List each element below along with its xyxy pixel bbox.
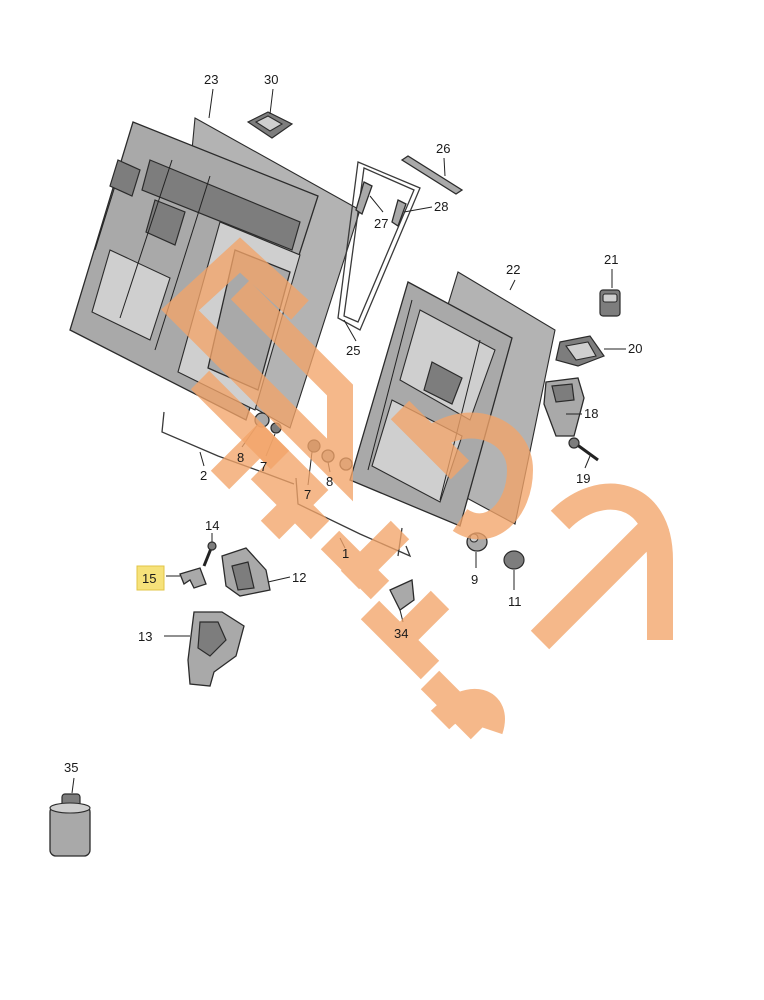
callout-26: 26 [436, 141, 450, 156]
release-button-21 [599, 289, 621, 317]
callout-28: 28 [434, 199, 448, 214]
cap-11 [503, 550, 525, 570]
watermark-logo [161, 237, 673, 740]
backrest-frame-left [69, 121, 319, 421]
callout-9: 9 [471, 572, 478, 587]
callout-11: 11 [508, 594, 522, 609]
callout-1: 1 [342, 546, 349, 561]
callout-15-highlight [136, 565, 165, 591]
strip-27 [355, 181, 373, 216]
cover-12 [221, 547, 271, 597]
callout-35: 35 [64, 760, 78, 775]
release-bezel-20 [555, 335, 605, 367]
callout-labels: 23 30 26 27 28 22 21 20 25 18 19 8 7 2 7… [64, 72, 642, 775]
callout-34: 34 [394, 626, 408, 641]
callout-7-mid: 7 [304, 487, 311, 502]
screw-14 [202, 541, 217, 567]
callout-12: 12 [292, 570, 306, 585]
wire-frame-25 [337, 161, 421, 331]
callout-15: 15 [142, 571, 156, 586]
callout-13: 13 [138, 629, 152, 644]
callout-27: 27 [374, 216, 388, 231]
mechanism-13 [187, 611, 245, 687]
strip-28 [391, 199, 407, 227]
clip-15 [179, 567, 207, 589]
clip-34 [389, 579, 415, 611]
leader-lines [71, 88, 626, 794]
bolt-19 [568, 437, 599, 462]
callout-8-mid: 8 [326, 474, 333, 489]
bottle-35 [49, 793, 91, 857]
callout-22: 22 [506, 262, 520, 277]
callout-20: 20 [628, 341, 642, 356]
callout-25: 25 [346, 343, 360, 358]
lock-18 [543, 377, 585, 437]
callout-7-left: 7 [260, 459, 267, 474]
callout-23: 23 [204, 72, 218, 87]
callout-30: 30 [264, 72, 278, 87]
callout-19: 19 [576, 471, 590, 486]
rail-26 [400, 155, 464, 195]
callout-18: 18 [584, 406, 598, 421]
callout-21: 21 [604, 252, 618, 267]
callout-14: 14 [205, 518, 219, 533]
callout-2: 2 [200, 468, 207, 483]
headrest-guide-30 [246, 111, 294, 139]
callout-8-left: 8 [237, 450, 244, 465]
